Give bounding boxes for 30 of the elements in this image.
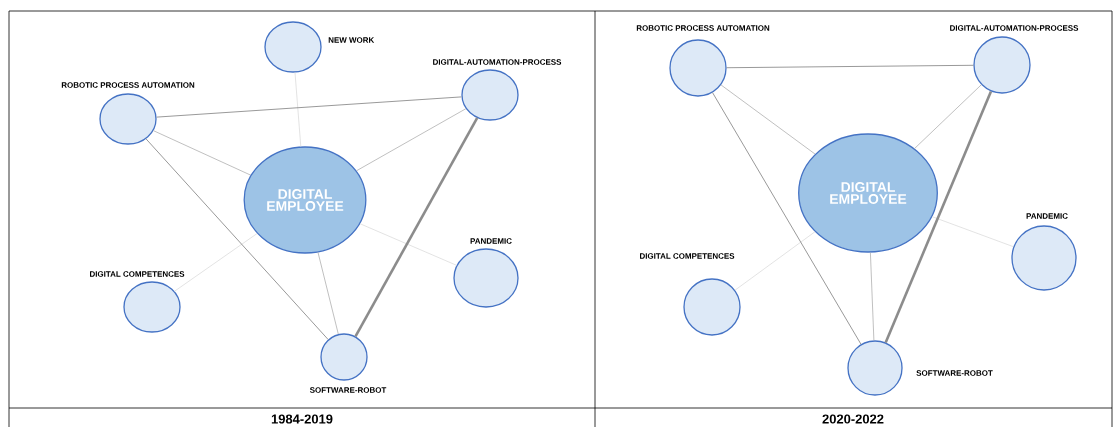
- circle-node: [669, 39, 727, 97]
- circle-node: [973, 36, 1031, 94]
- circle-node: [683, 278, 741, 336]
- connector-line: [317, 252, 339, 335]
- connector-line: [156, 96, 462, 118]
- connector-line: [359, 223, 457, 266]
- connector-line: [294, 72, 302, 147]
- circle-node: [847, 340, 903, 396]
- connector-line: [914, 84, 982, 149]
- connector-line: [720, 84, 816, 155]
- circle-node: [123, 281, 181, 333]
- circle-node: [264, 21, 322, 73]
- connector-line: [931, 216, 1014, 248]
- connector-line: [153, 130, 251, 176]
- circle-node: [1011, 225, 1077, 291]
- period-heading: 2020-2022: [822, 414, 884, 424]
- period-heading: 1984-2019: [271, 414, 333, 424]
- connector-line: [174, 233, 258, 292]
- connector-line: [354, 117, 479, 337]
- circle-node: [461, 69, 519, 121]
- connector-line: [734, 231, 816, 291]
- circle-node: [320, 333, 368, 381]
- circle-node: [453, 248, 519, 308]
- connector-line: [356, 108, 467, 172]
- connector-line: [884, 90, 993, 343]
- circle-node: [99, 93, 157, 145]
- connector-line: [145, 138, 329, 340]
- connector-line: [870, 252, 875, 341]
- connector-line: [726, 64, 974, 69]
- connector-line: [712, 92, 862, 345]
